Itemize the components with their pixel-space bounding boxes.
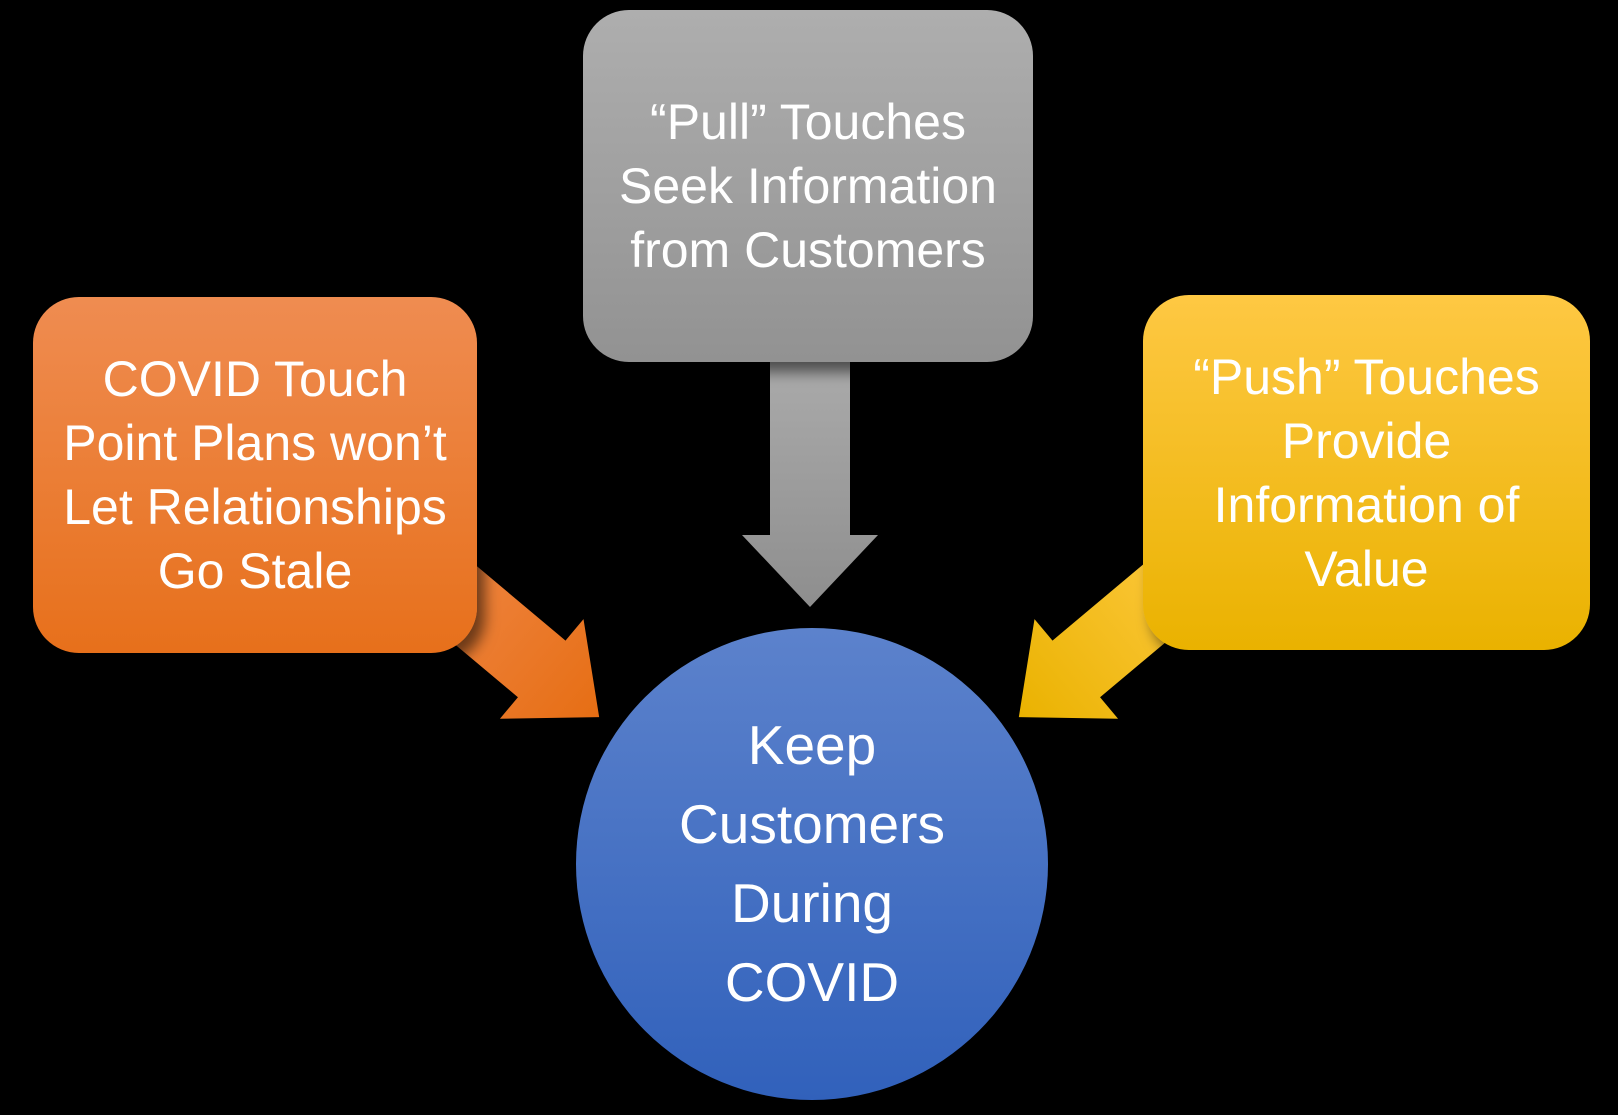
covid-touch-point-line-2: Point Plans won’t	[63, 415, 447, 471]
pull-touches-line-1: “Pull” Touches	[650, 94, 966, 150]
pull-touches-line-2: Seek Information	[619, 158, 997, 214]
covid-touch-point-box: COVID Touch Point Plans won’t Let Relati…	[33, 297, 477, 653]
push-touches-line-3: Information of	[1213, 476, 1520, 533]
push-touches-line-4: Value	[1304, 540, 1429, 597]
push-touches-line-2: Provide	[1281, 412, 1452, 469]
keep-customers-line-4: COVID	[724, 951, 900, 1013]
keep-customers-line-1: Keep	[747, 714, 877, 776]
covid-touch-point-line-1: COVID Touch	[102, 351, 408, 407]
covid-touch-point-line-3: Let Relationships	[63, 479, 447, 535]
keep-customers-circle: Keep Customers During COVID	[576, 628, 1048, 1100]
push-touches-line-1: “Push” Touches	[1193, 348, 1540, 405]
push-touches-box: “Push” Touches Provide Information of Va…	[1143, 295, 1590, 650]
gray-down-arrow	[742, 350, 878, 607]
covid-touch-point-line-4: Go Stale	[157, 543, 353, 599]
pull-touches-box: “Pull” Touches Seek Information from Cus…	[583, 10, 1033, 362]
keep-customers-line-2: Customers	[679, 793, 945, 855]
keep-customers-line-3: During	[730, 872, 894, 934]
pull-touches-line-3: from Customers	[630, 222, 986, 278]
